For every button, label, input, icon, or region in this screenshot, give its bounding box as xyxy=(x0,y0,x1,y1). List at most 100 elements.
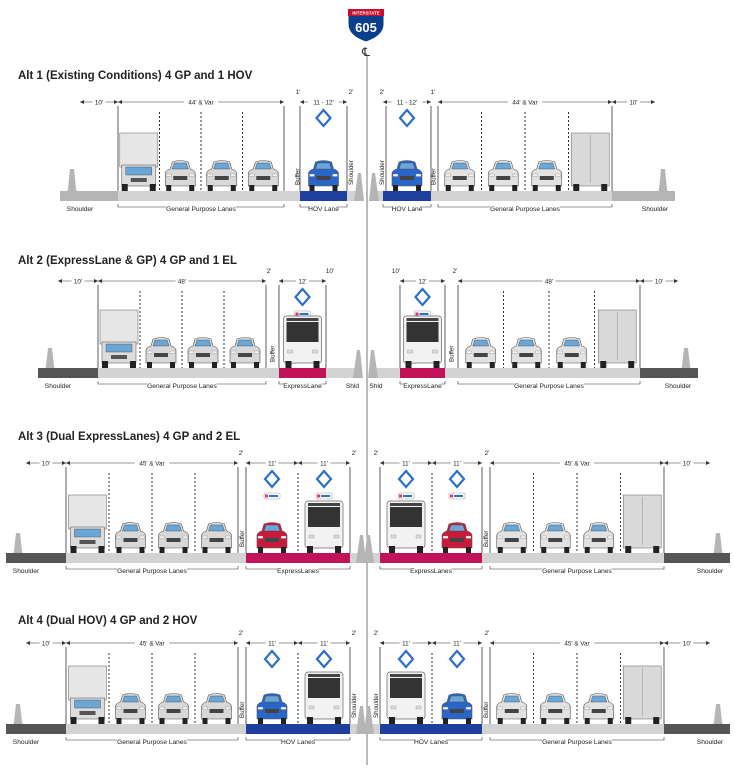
car-windshield xyxy=(546,524,564,532)
car-icon xyxy=(201,693,232,724)
car-grille xyxy=(452,176,467,180)
car-icon xyxy=(531,160,563,191)
express-lane-strip xyxy=(298,553,350,563)
car-wheel xyxy=(170,362,175,368)
car-icon xyxy=(496,522,528,553)
buffer-label-left: Buffer xyxy=(239,531,246,547)
car-wheel xyxy=(182,547,188,553)
car-grille xyxy=(591,709,606,713)
alt1-title: Alt 1 (Existing Conditions) 4 GP and 1 H… xyxy=(18,70,253,82)
alt4-title: Alt 4 (Dual HOV) 4 GP and 2 HOV xyxy=(18,615,198,627)
gp-label-bg xyxy=(514,381,584,387)
dim-left-managed-bg xyxy=(308,98,339,106)
median-shld-label-left: Shld xyxy=(346,383,360,390)
hov-diamond-icon xyxy=(398,108,416,128)
bus-windshield xyxy=(390,507,422,527)
managed-label-left: HOV Lanes xyxy=(281,739,316,746)
managed-label-bg xyxy=(415,737,447,743)
dim-right-shoulder: 10' xyxy=(655,278,663,285)
bus-light xyxy=(390,705,397,710)
car-windshield xyxy=(517,339,535,347)
car-headlight xyxy=(555,173,561,177)
dim-left-shoulder-arrows xyxy=(58,279,98,283)
buffer-label-right: Buffer xyxy=(483,531,490,547)
car-wheel xyxy=(139,547,145,553)
car-headlight xyxy=(253,350,260,354)
truck-icon xyxy=(68,665,107,724)
dim-left-managed: 12' xyxy=(298,278,306,285)
truck-box xyxy=(68,665,107,701)
car-windshield xyxy=(122,695,139,703)
car-wheel xyxy=(520,547,526,553)
truck-wheel xyxy=(98,546,105,553)
median-shld-label-right: Shld xyxy=(369,383,383,390)
dim-left-shoulder-arrows xyxy=(26,641,66,645)
car-grille xyxy=(400,176,414,180)
hov-diamond-icon xyxy=(397,469,415,489)
hov-diamond-icon xyxy=(397,649,415,669)
dim-left-buffer: 2' xyxy=(239,450,244,457)
car-wheel xyxy=(443,547,448,553)
car-grille xyxy=(316,176,331,180)
car-headlight xyxy=(489,173,495,177)
median-barrier-left xyxy=(356,706,366,734)
bus-wheel xyxy=(307,546,313,553)
metro-badge-text xyxy=(403,495,412,497)
car-headlight xyxy=(280,535,287,539)
car-windshield xyxy=(590,695,608,703)
car-headlight xyxy=(166,173,172,177)
car-headlight xyxy=(159,706,165,710)
dim-left-managed2-bg xyxy=(317,639,331,647)
car-icon xyxy=(164,160,196,191)
dim-left-managed1-bg xyxy=(265,639,279,647)
buffer-label-right: Buffer xyxy=(483,702,490,718)
dim-right-managed: 11 - 12' xyxy=(397,99,417,106)
right-pavement xyxy=(376,368,640,378)
bus-sign xyxy=(308,503,340,506)
gp-label-right: General Purpose Lanes xyxy=(490,206,560,213)
truck-wheel xyxy=(130,361,136,368)
dim-right-managed1-bg xyxy=(399,459,413,467)
dim-left-shoulder-bg xyxy=(71,277,85,285)
managed-label-bg xyxy=(403,381,442,387)
gp-label-left: General Purpose Lanes xyxy=(117,568,187,575)
car-headlight xyxy=(442,706,449,710)
metro-badge-mark xyxy=(399,494,402,498)
car-icon xyxy=(583,693,615,724)
car-icon xyxy=(583,522,615,553)
dim-right-managed1: 11' xyxy=(402,460,410,467)
car-headlight xyxy=(465,535,472,539)
car-wheel xyxy=(116,547,122,553)
car-wheel xyxy=(281,718,286,724)
car-icon xyxy=(308,160,339,191)
gp-label-right: General Purpose Lanes xyxy=(542,739,612,746)
car-wheel xyxy=(466,718,471,724)
dim-right-managed-bg xyxy=(391,98,423,106)
car-headlight xyxy=(497,706,503,710)
express-lane-strip xyxy=(400,368,445,378)
car-icon xyxy=(206,160,238,191)
dim-right-managed1-bg xyxy=(399,639,413,647)
truck-rear-icon xyxy=(597,309,637,368)
car-windshield xyxy=(165,524,182,532)
car-headlight xyxy=(116,706,122,710)
managed-label-left: HOV Lane xyxy=(308,206,339,213)
car-wheel xyxy=(147,362,152,368)
car-wheel xyxy=(584,718,590,724)
car-headlight xyxy=(169,350,176,354)
shield-top-text: INTERSTATE xyxy=(352,11,380,16)
car-wheel xyxy=(225,718,231,724)
buffer-label-right: Buffer xyxy=(431,169,438,185)
car-headlight xyxy=(564,535,570,539)
dim-left-shoulder-bg xyxy=(39,639,53,647)
car-wheel xyxy=(116,718,122,724)
gp-label-bg xyxy=(117,737,187,743)
dim-right-gp-bg xyxy=(559,639,595,647)
truck-wheel xyxy=(600,361,607,368)
gp-label-bg xyxy=(542,737,612,743)
bus-windshield xyxy=(308,678,340,698)
car-wheel xyxy=(281,547,286,553)
truck-wheel xyxy=(653,717,660,724)
car-headlight xyxy=(188,350,195,354)
car-icon xyxy=(115,522,146,553)
